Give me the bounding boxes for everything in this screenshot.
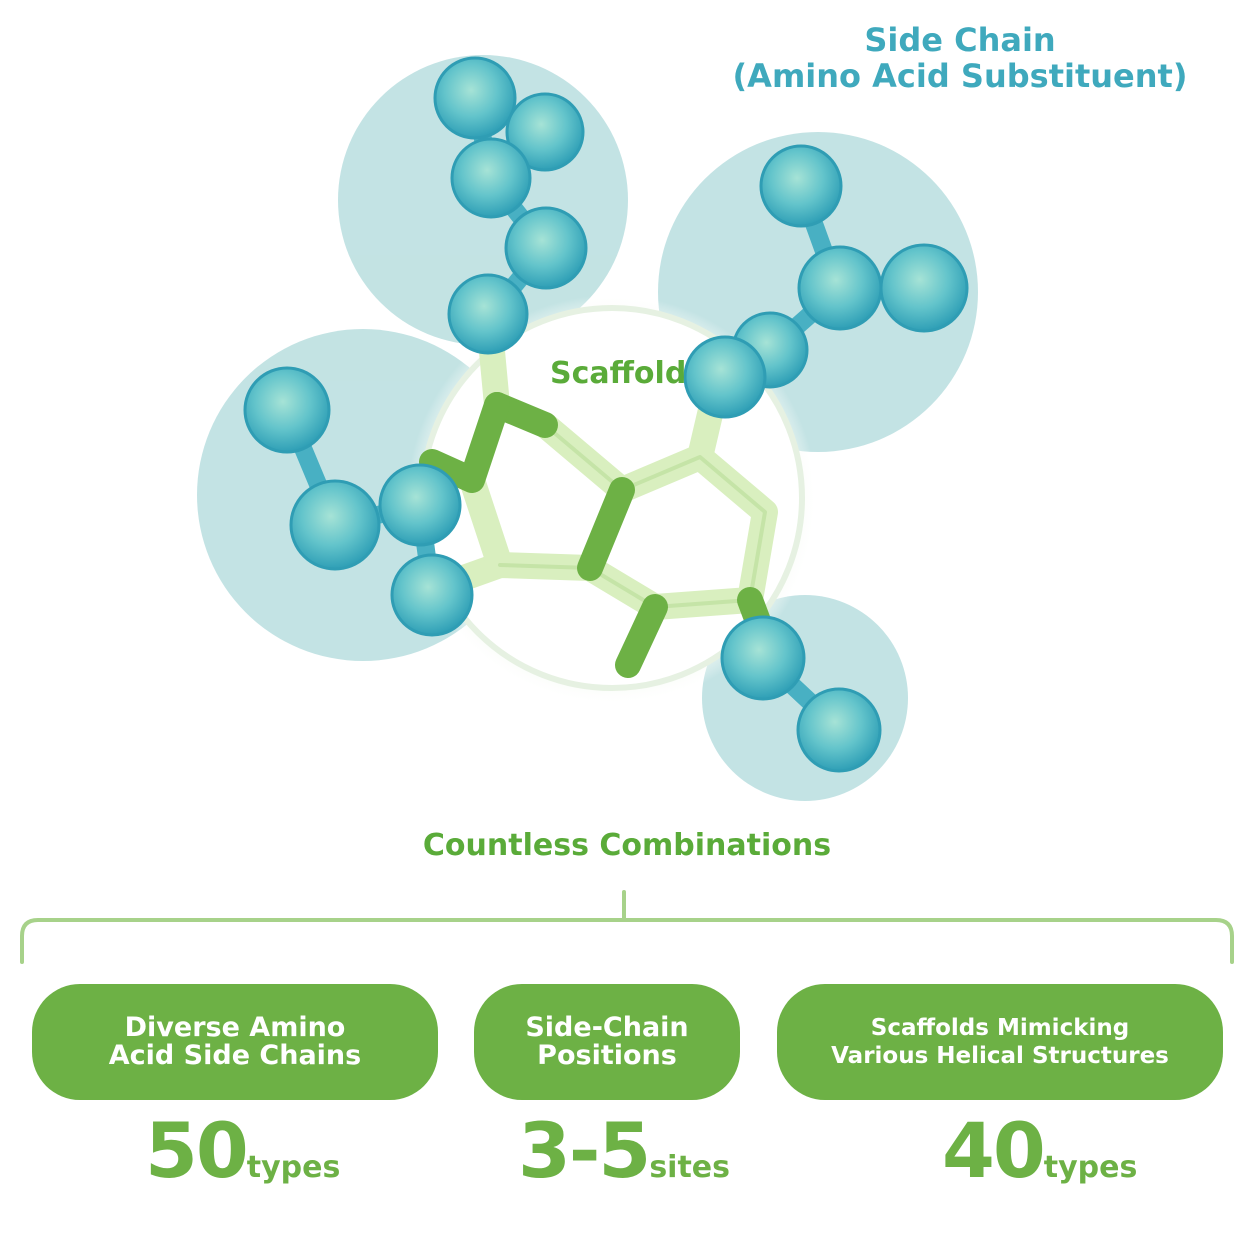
- atom: [720, 615, 806, 701]
- atom: [504, 206, 588, 290]
- atom: [505, 92, 585, 172]
- atom: [243, 366, 331, 454]
- atom: [759, 144, 843, 228]
- atom: [797, 245, 883, 331]
- pill-line: Scaffolds Mimicking: [870, 1015, 1130, 1041]
- atom: [433, 56, 517, 140]
- atom: [879, 243, 969, 333]
- stat-value: 40: [942, 1106, 1046, 1195]
- stat-unit: types: [1043, 1150, 1138, 1185]
- atom: [447, 273, 529, 355]
- pill-line: Various Helical Structures: [831, 1043, 1169, 1069]
- pill-line: Positions: [537, 1040, 677, 1071]
- bracket-connector: [20, 890, 1234, 964]
- side-chain-atoms: [243, 56, 969, 773]
- stat-unit: sites: [649, 1150, 730, 1185]
- category-pill-positions: Side-Chain Positions: [474, 984, 740, 1100]
- pill-line: Acid Side Chains: [108, 1040, 362, 1071]
- stat-value: 3-5: [518, 1106, 651, 1195]
- pill-line: Diverse Amino: [124, 1012, 346, 1043]
- atom: [378, 463, 462, 547]
- atom: [450, 137, 532, 219]
- side-chain-title: Side Chain (Amino Acid Substituent): [700, 22, 1220, 94]
- stat-side-chains: 50types: [145, 1106, 340, 1195]
- molecule-illustration: [197, 55, 978, 801]
- stat-positions: 3-5sites: [518, 1106, 730, 1195]
- category-pill-side-chains: Diverse Amino Acid Side Chains: [32, 984, 438, 1100]
- side-chain-title-line2: (Amino Acid Substituent): [732, 57, 1188, 95]
- pill-line: Side-Chain: [525, 1012, 689, 1043]
- stat-value: 50: [145, 1106, 249, 1195]
- stat-unit: types: [246, 1150, 341, 1185]
- stat-scaffolds: 40types: [942, 1106, 1137, 1195]
- scaffold-label: Scaffold: [550, 356, 687, 391]
- combinations-label: Countless Combinations: [422, 828, 832, 863]
- category-pill-scaffolds: Scaffolds Mimicking Various Helical Stru…: [777, 984, 1223, 1100]
- atom: [289, 479, 381, 571]
- atom: [796, 687, 882, 773]
- atom: [683, 335, 767, 419]
- side-chain-title-line1: Side Chain: [864, 21, 1056, 59]
- atom: [390, 553, 474, 637]
